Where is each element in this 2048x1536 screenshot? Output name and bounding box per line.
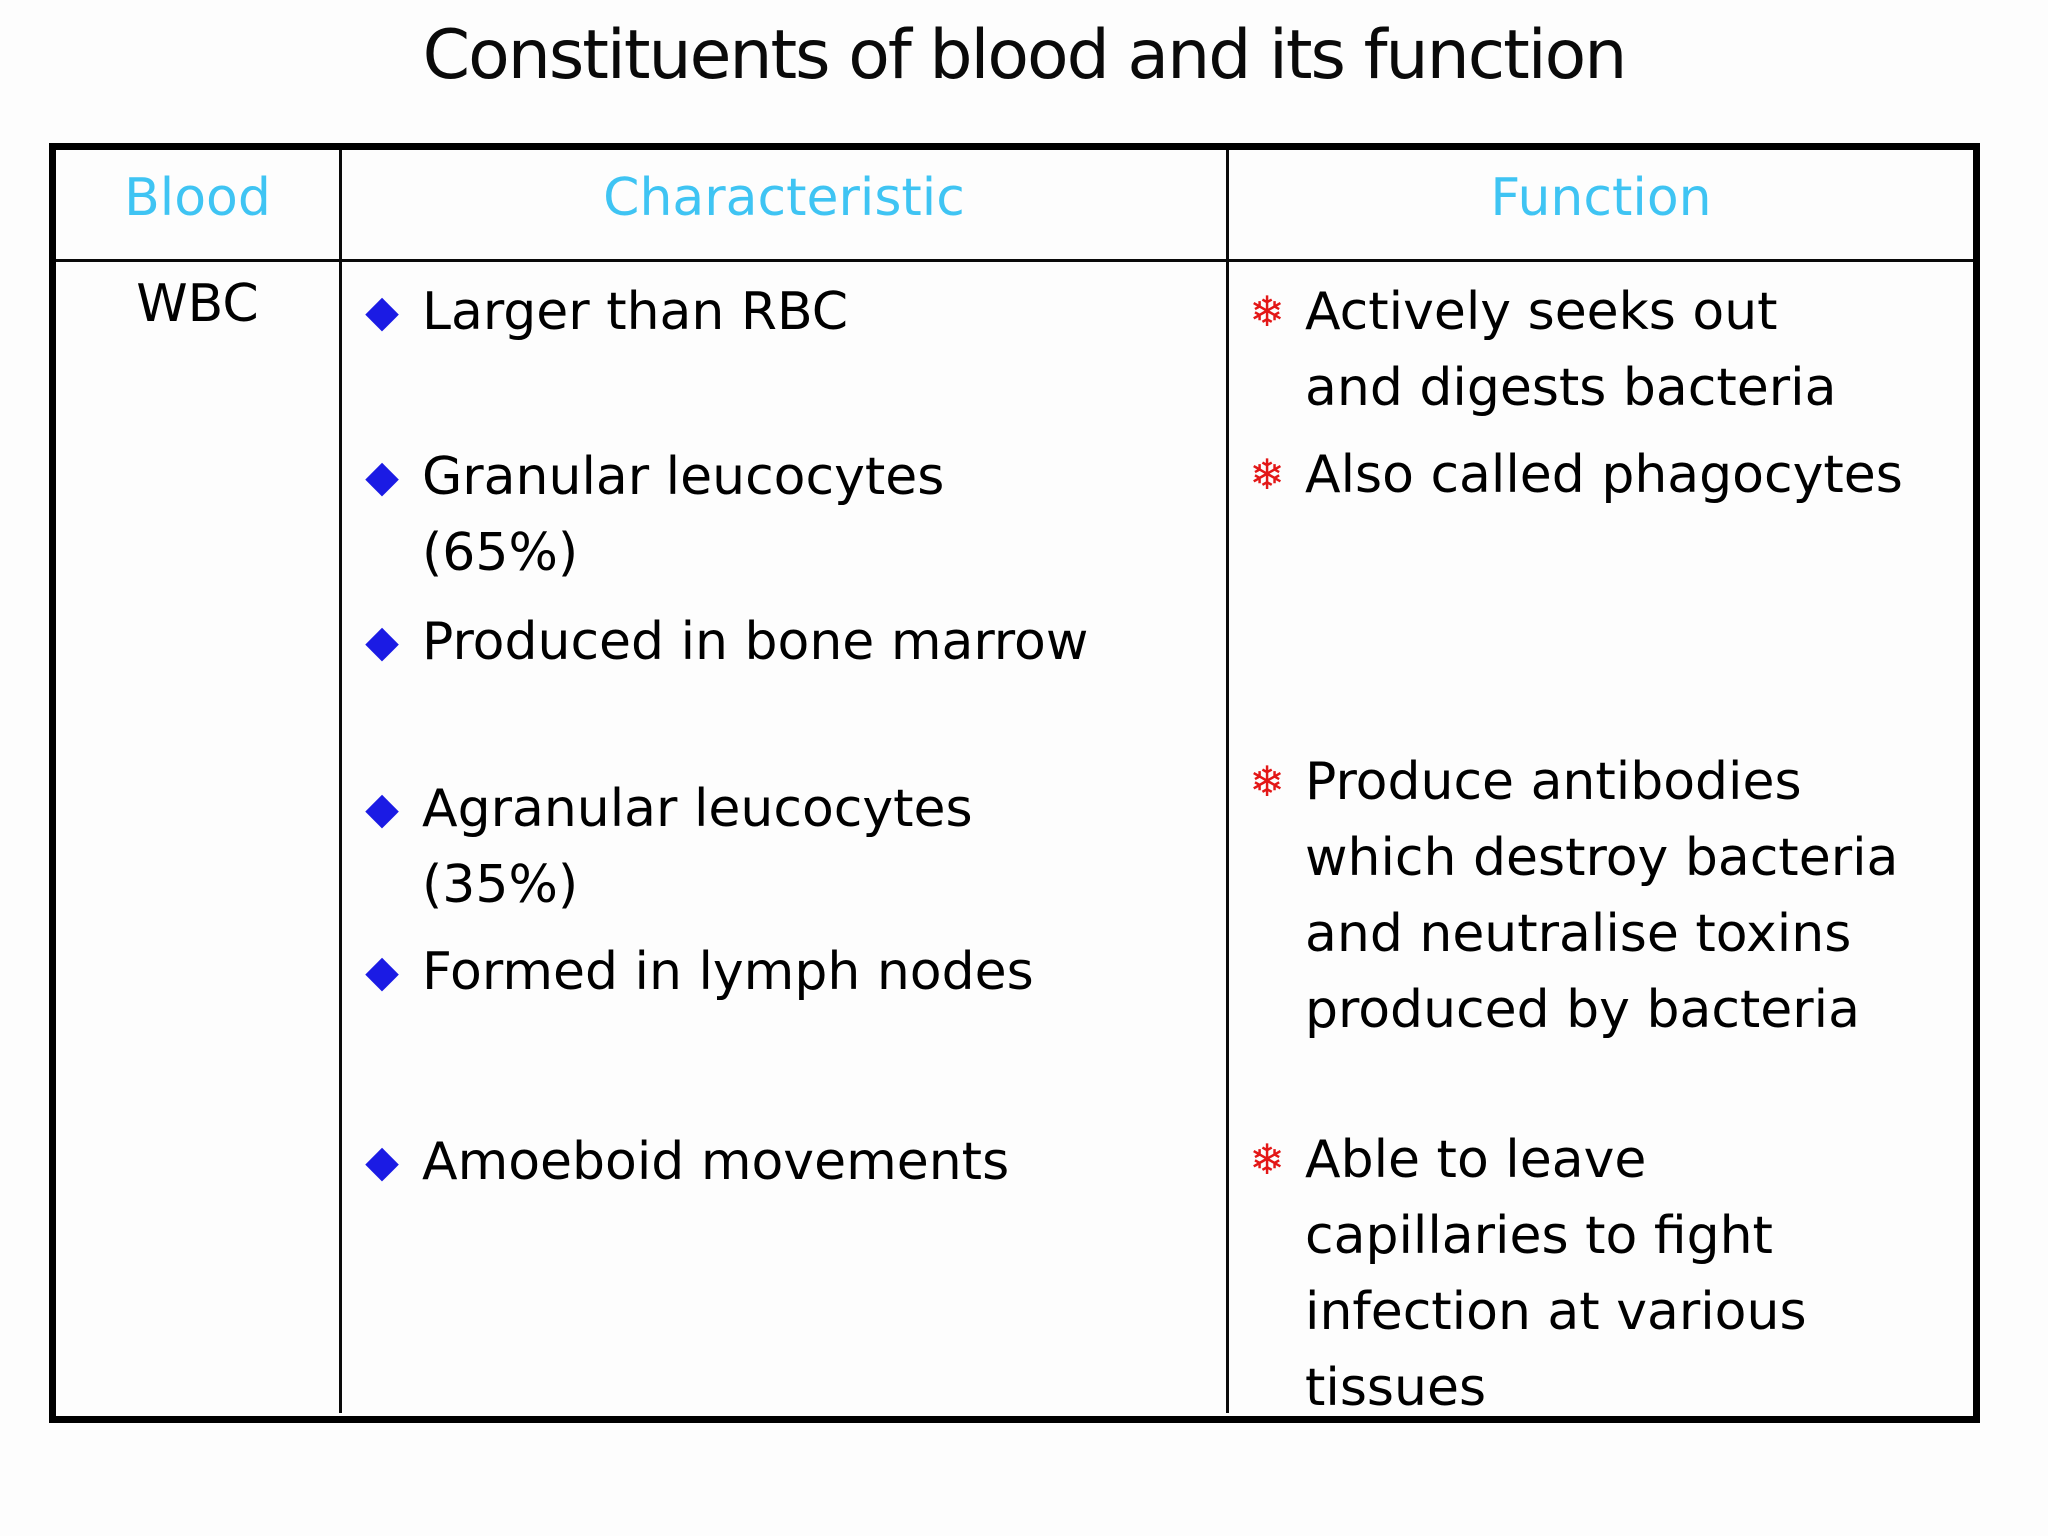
list-item: ❄ Actively seeks out and digests bacteri… xyxy=(1229,274,1973,426)
snowflake-bullet-icon: ❄ xyxy=(1249,757,1285,806)
diamond-bullet-icon: ◆ xyxy=(365,451,399,502)
list-item-text: Produce antibodies which destroy bacteri… xyxy=(1305,752,1899,1040)
page-title: Constituents of blood and its function xyxy=(422,16,1628,95)
column-header-blood: Blood xyxy=(56,150,342,262)
list-item: ❄ Able to leave capillaries to fight inf… xyxy=(1229,1122,1973,1426)
list-item-text: Actively seeks out and digests bacteria xyxy=(1305,282,1837,418)
diamond-bullet-icon: ◆ xyxy=(365,946,399,997)
list-item: ◆ Amoeboid movements xyxy=(342,1124,1229,1200)
list-item-text: Granular leucocytes (65%) xyxy=(422,447,945,583)
list-item: ◆ Produced in bone marrow xyxy=(342,604,1229,680)
list-item-text: Able to leave capillaries to fight infec… xyxy=(1305,1130,1807,1418)
list-item: ❄ Produce antibodies which destroy bacte… xyxy=(1229,744,1973,1048)
snowflake-bullet-icon: ❄ xyxy=(1249,450,1285,499)
row-label-wbc: WBC xyxy=(56,262,342,1413)
list-item-text: Agranular leucocytes (35%) xyxy=(422,779,973,915)
characteristic-cell: ◆ Larger than RBC ◆ Granular leucocytes … xyxy=(342,262,1229,1413)
list-item-text: Formed in lymph nodes xyxy=(422,942,1034,1002)
list-item-text: Amoeboid movements xyxy=(422,1132,1010,1192)
column-header-characteristic: Characteristic xyxy=(342,150,1229,262)
list-item: ❄ Also called phagocytes xyxy=(1229,437,1973,513)
diamond-bullet-icon: ◆ xyxy=(365,783,399,834)
diamond-bullet-icon: ◆ xyxy=(365,286,399,337)
list-item: ◆ Agranular leucocytes (35%) xyxy=(342,771,1229,923)
list-item: ◆ Larger than RBC xyxy=(342,274,1229,350)
list-item-text: Larger than RBC xyxy=(422,282,849,342)
snowflake-bullet-icon: ❄ xyxy=(1249,1135,1285,1184)
column-header-function: Function xyxy=(1229,150,1973,262)
diamond-bullet-icon: ◆ xyxy=(365,616,399,667)
list-item-text: Produced in bone marrow xyxy=(422,612,1089,672)
list-item-text: Also called phagocytes xyxy=(1305,445,1903,505)
list-item: ◆ Formed in lymph nodes xyxy=(342,934,1229,1010)
snowflake-bullet-icon: ❄ xyxy=(1249,287,1285,336)
blood-constituents-table: Blood Characteristic Function WBC ◆ Larg… xyxy=(49,143,1980,1423)
diamond-bullet-icon: ◆ xyxy=(365,1136,399,1187)
function-cell: ❄ Actively seeks out and digests bacteri… xyxy=(1229,262,1973,1418)
list-item: ◆ Granular leucocytes (65%) xyxy=(342,439,1229,591)
